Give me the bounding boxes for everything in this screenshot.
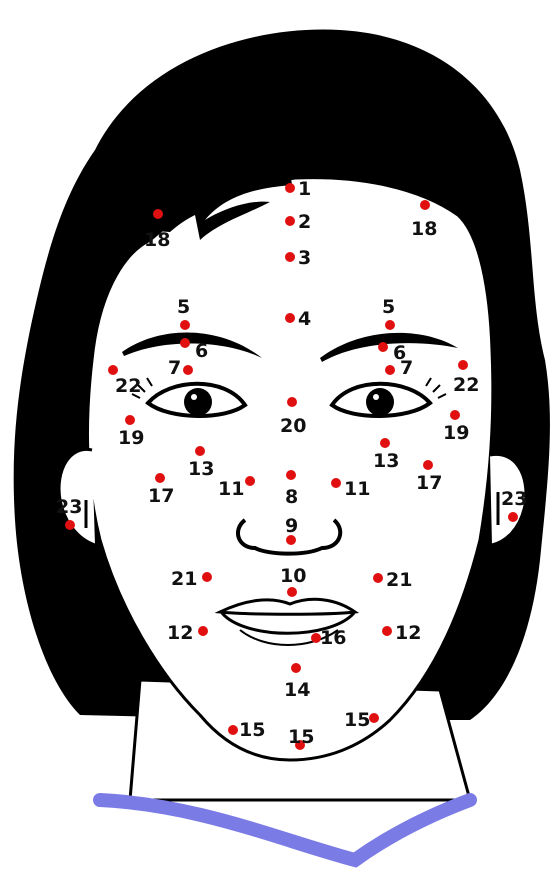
acupoint-label: 8 bbox=[285, 486, 298, 508]
acupoint-label: 19 bbox=[118, 427, 144, 449]
acupoint-dot bbox=[65, 520, 75, 530]
acupoint-label: 1 bbox=[298, 178, 311, 200]
acupoint-dot bbox=[291, 663, 301, 673]
acupoint-label: 22 bbox=[115, 375, 141, 397]
acupoint-label: 10 bbox=[280, 565, 306, 587]
acupoint-dot bbox=[378, 342, 388, 352]
acupoint-label: 22 bbox=[453, 374, 479, 396]
acupoint-dot bbox=[153, 209, 163, 219]
acupoint-label: 13 bbox=[188, 458, 214, 480]
acupoint-label: 3 bbox=[298, 247, 311, 269]
acupoint-dot bbox=[125, 415, 135, 425]
acupoint-dot bbox=[331, 478, 341, 488]
acupoint-label: 6 bbox=[195, 340, 208, 362]
acupoint-label: 7 bbox=[400, 357, 413, 379]
acupoint-dot bbox=[287, 587, 297, 597]
acupoint-label: 18 bbox=[144, 229, 170, 251]
acupoint-dot bbox=[286, 470, 296, 480]
acupoint-label: 15 bbox=[239, 719, 265, 741]
acupoint-dot bbox=[108, 365, 118, 375]
acupoint-dot bbox=[285, 313, 295, 323]
acupoint-dot bbox=[285, 183, 295, 193]
acupoint-dot bbox=[420, 200, 430, 210]
acupoint-label: 9 bbox=[285, 515, 298, 537]
acupoint-label: 15 bbox=[344, 709, 370, 731]
acupoint-label: 20 bbox=[280, 415, 306, 437]
acupoint-dot bbox=[369, 713, 379, 723]
acupoint-dot bbox=[245, 476, 255, 486]
acupoint-dot bbox=[385, 365, 395, 375]
acupoint-dot bbox=[508, 512, 518, 522]
acupoint-dot bbox=[287, 397, 297, 407]
acupoint-dot bbox=[180, 320, 190, 330]
acupoint-label: 7 bbox=[168, 357, 181, 379]
acupoint-label: 21 bbox=[386, 569, 412, 591]
acupoint-dot bbox=[450, 410, 460, 420]
acupoint-dot bbox=[285, 252, 295, 262]
acupoint-dot bbox=[155, 473, 165, 483]
acupoint-dot bbox=[373, 573, 383, 583]
acupoint-label: 21 bbox=[171, 568, 197, 590]
acupoint-dot bbox=[183, 365, 193, 375]
acupoint-dot bbox=[458, 360, 468, 370]
acupoint-dot bbox=[382, 626, 392, 636]
acupoint-label: 16 bbox=[320, 627, 346, 649]
collar bbox=[100, 800, 470, 860]
acupoint-label: 12 bbox=[395, 622, 421, 644]
acupoint-label: 23 bbox=[501, 488, 527, 510]
acupoint-dot bbox=[380, 438, 390, 448]
acupoint-dot bbox=[198, 626, 208, 636]
acupoint-label: 17 bbox=[148, 485, 174, 507]
acupoint-label: 4 bbox=[298, 308, 311, 330]
acupoint-label: 14 bbox=[284, 679, 310, 701]
acupoint-dot bbox=[202, 572, 212, 582]
acupoint-dot bbox=[285, 216, 295, 226]
acupoint-label: 19 bbox=[443, 422, 469, 444]
acupoint-label: 2 bbox=[298, 211, 311, 233]
acupoint-dot bbox=[423, 460, 433, 470]
acupoint-label: 12 bbox=[167, 622, 193, 644]
acupoint-label: 23 bbox=[56, 496, 82, 518]
acupoint-dot bbox=[180, 338, 190, 348]
acupoint-dot bbox=[195, 446, 205, 456]
acupoint: 15 bbox=[288, 726, 314, 750]
acupoint-label: 11 bbox=[344, 478, 370, 500]
acupoint-label: 13 bbox=[373, 450, 399, 472]
acupoint-label: 15 bbox=[288, 726, 314, 748]
acupoint-label: 18 bbox=[411, 218, 437, 240]
acupoint-label: 5 bbox=[382, 296, 395, 318]
acupoint-label: 5 bbox=[177, 296, 190, 318]
acupoint-label: 11 bbox=[218, 478, 244, 500]
acupoint-dot bbox=[228, 725, 238, 735]
acupoint-label: 17 bbox=[416, 472, 442, 494]
acupoint-dot bbox=[385, 320, 395, 330]
